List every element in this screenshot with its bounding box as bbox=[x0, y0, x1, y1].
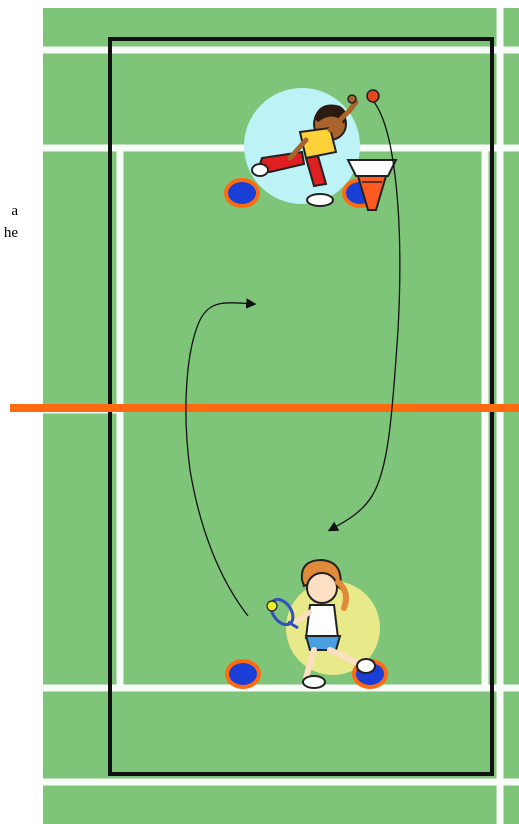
marker-bottom-left bbox=[225, 659, 261, 689]
marker-top-left bbox=[224, 178, 260, 208]
ball-icon bbox=[367, 90, 379, 102]
